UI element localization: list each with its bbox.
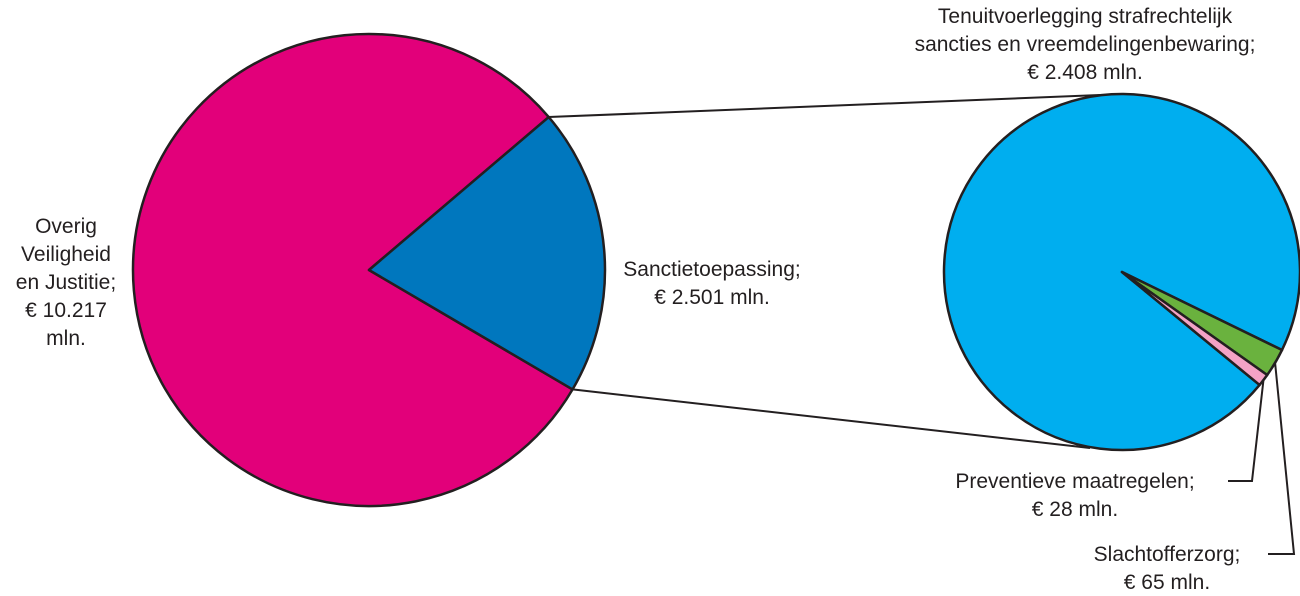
detail-pie bbox=[942, 92, 1300, 452]
leader-lines bbox=[1228, 362, 1296, 555]
label-line: € 10.217 bbox=[25, 299, 107, 322]
label-line: Slachtofferzorg; bbox=[1094, 543, 1241, 566]
label-preventieve: Preventieve maatregelen; € 28 mln. bbox=[955, 470, 1194, 521]
label-line: € 28 mln. bbox=[1032, 498, 1118, 521]
label-line: Sanctietoepassing; bbox=[623, 258, 800, 281]
label-slachtofferzorg: Slachtofferzorg; € 65 mln. bbox=[1094, 543, 1241, 594]
slice-overig-veiligheid-en-justitie bbox=[131, 32, 574, 508]
main-pie bbox=[131, 32, 607, 508]
label-line: sancties en vreemdelingenbewaring; bbox=[915, 33, 1256, 56]
label-line: € 65 mln. bbox=[1124, 571, 1210, 594]
label-tenuitvoerlegging: Tenuitvoerlegging strafrechtelijk sancti… bbox=[915, 5, 1256, 84]
label-line: mln. bbox=[46, 327, 86, 350]
label-line: Veiligheid bbox=[21, 243, 111, 266]
label-line: € 2.408 mln. bbox=[1027, 61, 1143, 84]
label-line: € 2.501 mln. bbox=[654, 286, 770, 309]
leader-slachtofferzorg bbox=[1268, 362, 1296, 555]
label-line: Tenuitvoerlegging strafrechtelijk bbox=[938, 5, 1233, 28]
slice-sanctietoepassing bbox=[367, 115, 607, 391]
label-line: Overig bbox=[35, 215, 97, 238]
label-sanctietoepassing: Sanctietoepassing; € 2.501 mln. bbox=[623, 258, 800, 309]
label-line: en Justitie; bbox=[16, 271, 116, 294]
label-overig: Overig Veiligheid en Justitie; € 10.217 … bbox=[16, 215, 116, 350]
label-line: Preventieve maatregelen; bbox=[955, 470, 1194, 493]
leader-preventieve bbox=[1228, 379, 1265, 482]
connector-top bbox=[548, 94, 1101, 119]
connector-lines bbox=[548, 94, 1101, 449]
connector-bottom bbox=[572, 388, 1091, 449]
